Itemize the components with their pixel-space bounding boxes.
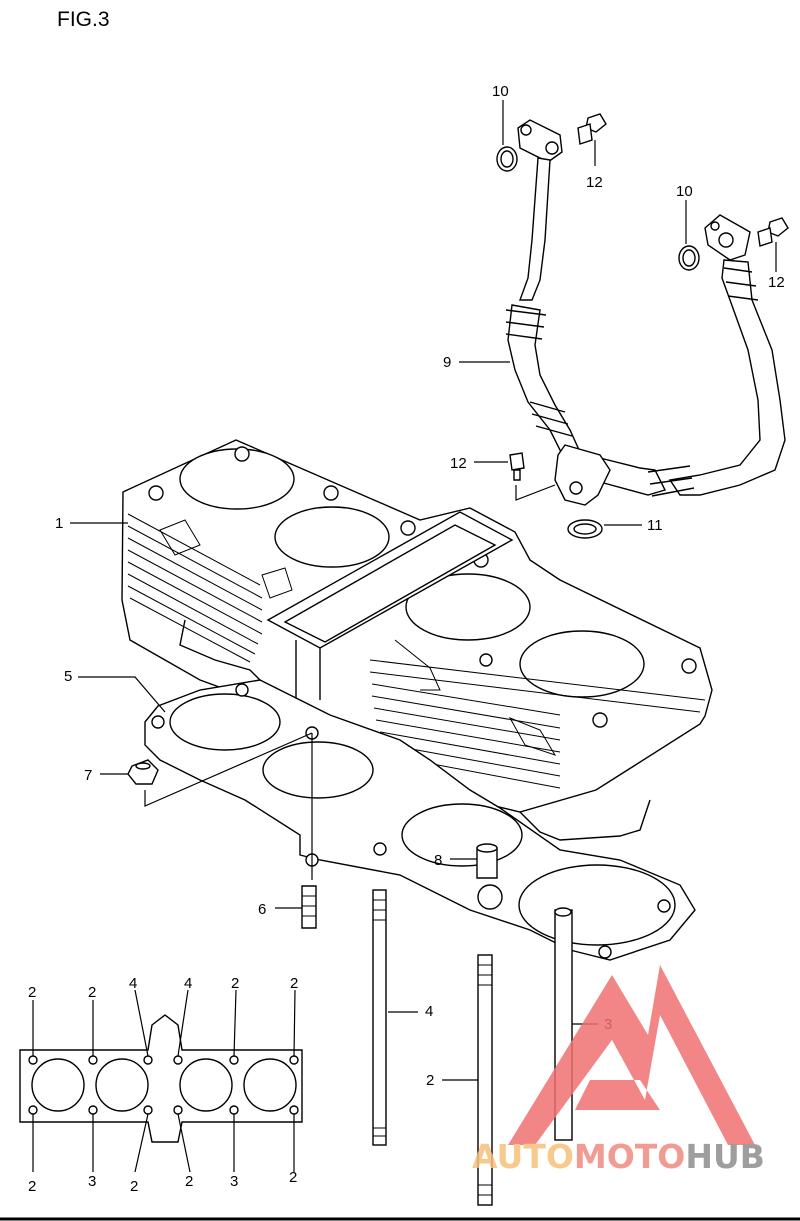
seq-bottom-3: 2: [130, 1178, 138, 1195]
callout-12-top: 12: [586, 174, 603, 191]
oil-hose-assembly: [505, 119, 786, 506]
callout-1: 1: [55, 515, 63, 532]
leader-lines: [70, 100, 777, 1081]
watermark-hub: HUB: [685, 1137, 765, 1176]
callout-9: 9: [443, 354, 451, 371]
callout-8: 8: [434, 852, 442, 869]
callout-10-top: 10: [492, 83, 509, 100]
o-rings-and-bolts: [127, 113, 789, 929]
watermark-logo-icon: [508, 965, 755, 1145]
seq-top-3: 4: [129, 975, 137, 992]
callout-labels: 1 5 7 6 8 9 10 10 12 12 12 11 4 2 3: [55, 83, 785, 1089]
callout-11: 11: [647, 517, 663, 534]
seq-bottom-6: 2: [289, 1169, 297, 1186]
seq-top-6: 2: [290, 975, 298, 992]
seq-bottom-4: 2: [185, 1173, 193, 1190]
figure-title: FIG.3: [57, 8, 110, 31]
seq-bottom-1: 2: [28, 1178, 36, 1195]
callout-4: 4: [425, 1003, 433, 1020]
base-gasket: [144, 679, 696, 961]
seq-top-1: 2: [28, 984, 36, 1001]
callout-12-right: 12: [768, 274, 785, 291]
torque-sequence-inset: 2 2 4 4 2 2 2 3 2 2 3 2: [19, 975, 303, 1195]
svg-text:AUTOMOTOHUB: AUTOMOTOHUB: [472, 1137, 765, 1176]
callout-7: 7: [84, 767, 92, 784]
seq-bottom-2: 3: [88, 1173, 96, 1190]
callout-6: 6: [258, 901, 266, 918]
watermark-moto: MOTO: [574, 1137, 685, 1176]
cylinder-block: [121, 439, 713, 841]
seq-bottom-5: 3: [230, 1173, 238, 1190]
callout-2-stud: 2: [426, 1072, 434, 1089]
seq-top-5: 2: [231, 975, 239, 992]
callout-10-right: 10: [676, 183, 693, 200]
callout-5: 5: [64, 668, 72, 685]
seq-top-2: 2: [88, 984, 96, 1001]
seq-top-4: 4: [184, 975, 192, 992]
automotohub-watermark: AUTOMOTOHUB: [472, 965, 765, 1176]
callout-12-mid: 12: [450, 455, 467, 472]
watermark-auto: AUTO: [472, 1137, 574, 1176]
